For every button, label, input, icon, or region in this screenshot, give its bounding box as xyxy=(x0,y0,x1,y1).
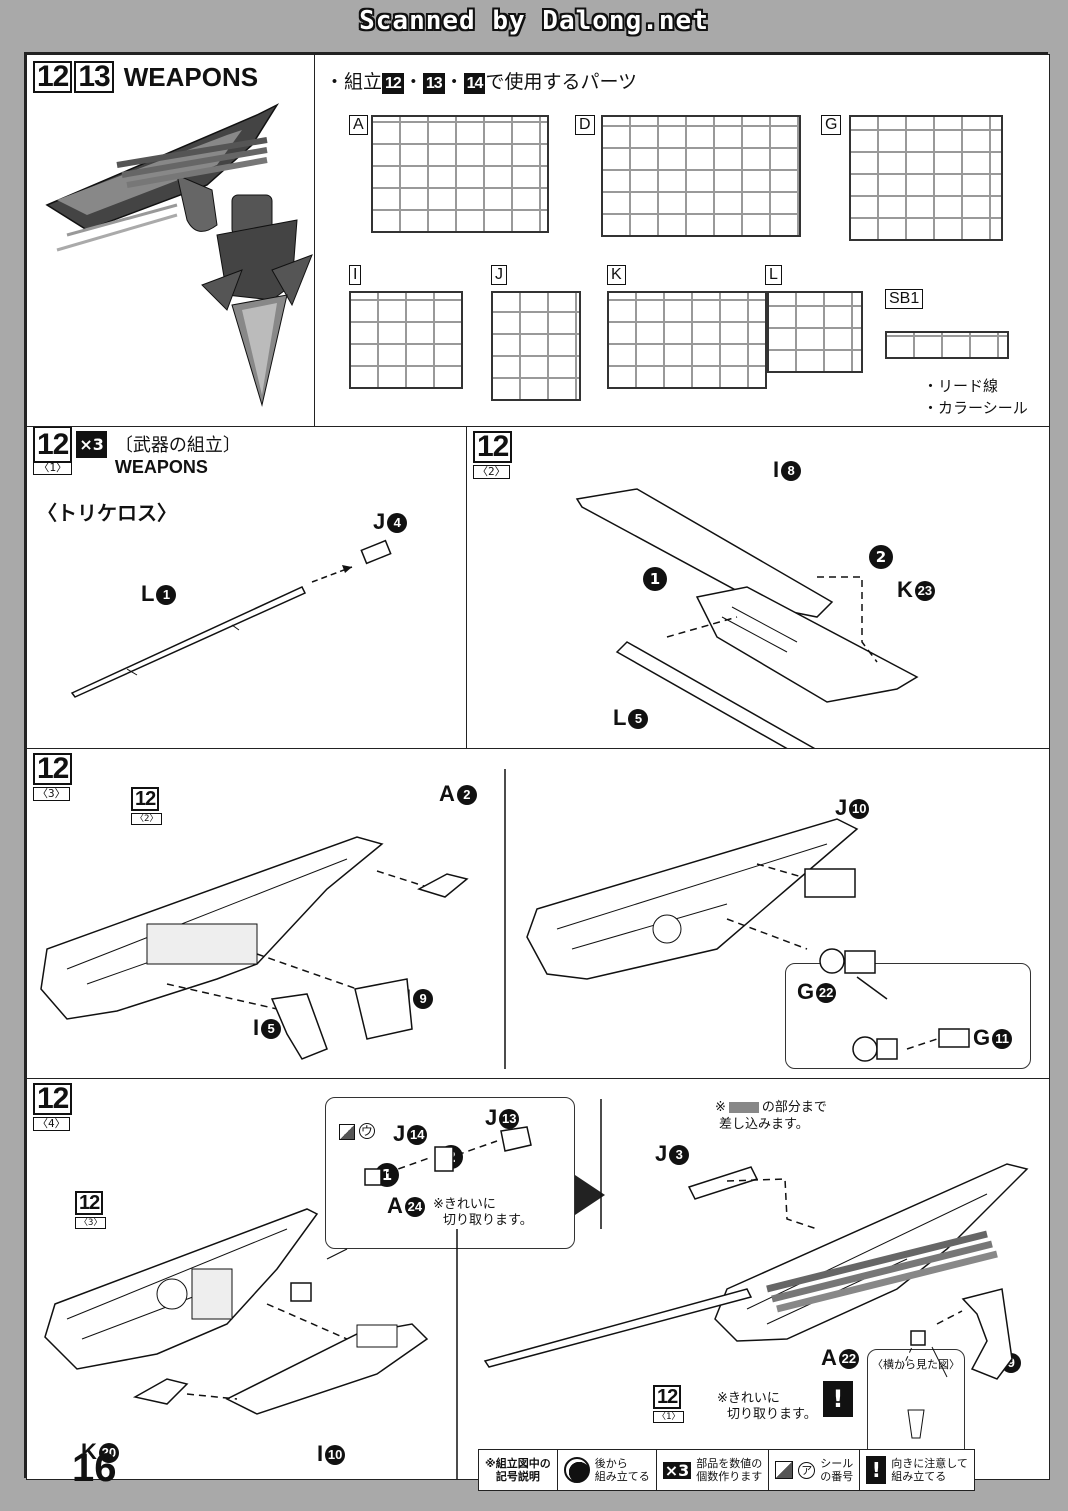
runner-label: G xyxy=(821,115,842,135)
step-12-3-drawing xyxy=(40,769,970,1069)
runner-label: D xyxy=(575,115,595,135)
legend-title: ※組立図中の記号説明 xyxy=(479,1450,558,1490)
completed-weapon-illustration xyxy=(45,103,313,407)
multiplier-icon: ×3 xyxy=(662,1460,692,1480)
step-title-jp: 〔武器の組立〕 xyxy=(114,435,241,456)
cut-note-right: ※きれいに 切り取ります。 xyxy=(717,1391,817,1422)
step-title-en: WEAPONS xyxy=(114,457,208,477)
seal-icon xyxy=(339,1123,355,1140)
page-number: 16 xyxy=(72,1446,117,1490)
weapon-subtitle: 〈トリケロス〉 xyxy=(37,501,177,525)
step-number: 12 xyxy=(33,427,73,463)
step-number: 12 xyxy=(33,753,73,785)
step-ref: 12 〈2〉 xyxy=(131,787,163,825)
launcher-frame-drawing xyxy=(575,488,919,749)
runner-label: L xyxy=(765,265,782,285)
runner-label: K xyxy=(607,265,626,285)
runner-sb1 xyxy=(885,331,1009,359)
seal-marker: ウ xyxy=(339,1123,375,1140)
step-sub: 〈1〉 xyxy=(33,461,73,475)
header-title: WEAPONS xyxy=(123,62,259,92)
side-view-label: 〈横から見た図〉 xyxy=(872,1358,960,1371)
step-12-3-panel: 12 〈3〉 12 〈2〉 A2 I5 I9 J10 G22 G11 xyxy=(26,748,1050,1080)
arrow-icon xyxy=(575,1175,605,1215)
runner-k xyxy=(607,291,767,389)
step-12-4-drawing xyxy=(44,1099,1029,1479)
header-panel: 12 13 WEAPONS xyxy=(26,54,316,428)
step-ref: 12 〈1〉 xyxy=(653,1385,685,1423)
step-number: 12 xyxy=(33,61,73,93)
step-sub: 〈2〉 xyxy=(473,465,510,479)
legend-item-build-later: 後から組み立てる xyxy=(558,1450,657,1490)
runner-label: I xyxy=(349,265,362,285)
runner-label: SB1 xyxy=(885,289,924,309)
step-number: 13 xyxy=(74,61,114,93)
runner-a xyxy=(371,115,549,233)
runner-l xyxy=(767,291,863,373)
legend-item-multiply: ×3 部品を数値の個数作ります xyxy=(657,1450,770,1490)
runner-d xyxy=(601,115,801,237)
symbol-legend: ※組立図中の記号説明 後から組み立てる ×3 部品を数値の個数作ります ア シー… xyxy=(478,1449,975,1491)
runner-i xyxy=(349,291,463,389)
orientation-warning-icon: ! xyxy=(866,1456,887,1484)
seal-icon xyxy=(775,1461,794,1479)
order-marker: 2 xyxy=(869,545,893,569)
insert-note: ※の部分まで 差し込みます。 xyxy=(715,1100,827,1132)
multiplier-icon: ×3 xyxy=(76,431,107,458)
orientation-warning-icon: ! xyxy=(823,1381,853,1417)
order-marker: 1 xyxy=(643,567,667,591)
detail-callout xyxy=(785,963,1031,1069)
lead-wire-note: ・リード線 xyxy=(923,377,999,395)
cut-note-left: ※きれいに 切り取ります。 xyxy=(433,1197,533,1228)
build-later-icon xyxy=(563,1457,590,1483)
step-12-2-header: 12 〈2〉 xyxy=(473,431,513,479)
legend-item-seal: ア シールの番号 xyxy=(769,1450,861,1490)
step-12-1-header: 12 〈1〉 ×3 〔武器の組立〕 WEAPONS xyxy=(33,427,241,478)
step-12-3-header: 12 〈3〉 xyxy=(33,753,73,801)
step-number: 12 xyxy=(473,431,513,463)
scan-credit: Scanned by Dalong.net xyxy=(359,6,709,36)
header-steps: 12 13 WEAPONS xyxy=(33,61,258,93)
runner-g xyxy=(849,115,1003,241)
legend-item-orientation: ! 向きに注意して組み立てる xyxy=(860,1450,974,1490)
color-seal-note: ・カラーシール xyxy=(923,399,1028,417)
step-ref: 12 〈3〉 xyxy=(75,1191,107,1229)
step-sub: 〈4〉 xyxy=(33,1117,70,1131)
side-view-callout: 〈横から見た図〉 xyxy=(867,1349,965,1459)
step-sub: 〈3〉 xyxy=(33,787,70,801)
step-12-4-panel: 12 〈4〉 12 〈3〉 J14 J13 A24 K20 I10 ウ 1 2 … xyxy=(26,1078,1050,1480)
step-12-4-header: 12 〈4〉 xyxy=(33,1083,73,1131)
step-number: 12 xyxy=(33,1083,73,1115)
shade-swatch xyxy=(728,1102,759,1113)
runner-j xyxy=(491,291,581,401)
runner-label: J xyxy=(491,265,507,285)
trikeros-rod-drawing xyxy=(70,539,392,698)
runner-label: A xyxy=(349,115,368,135)
